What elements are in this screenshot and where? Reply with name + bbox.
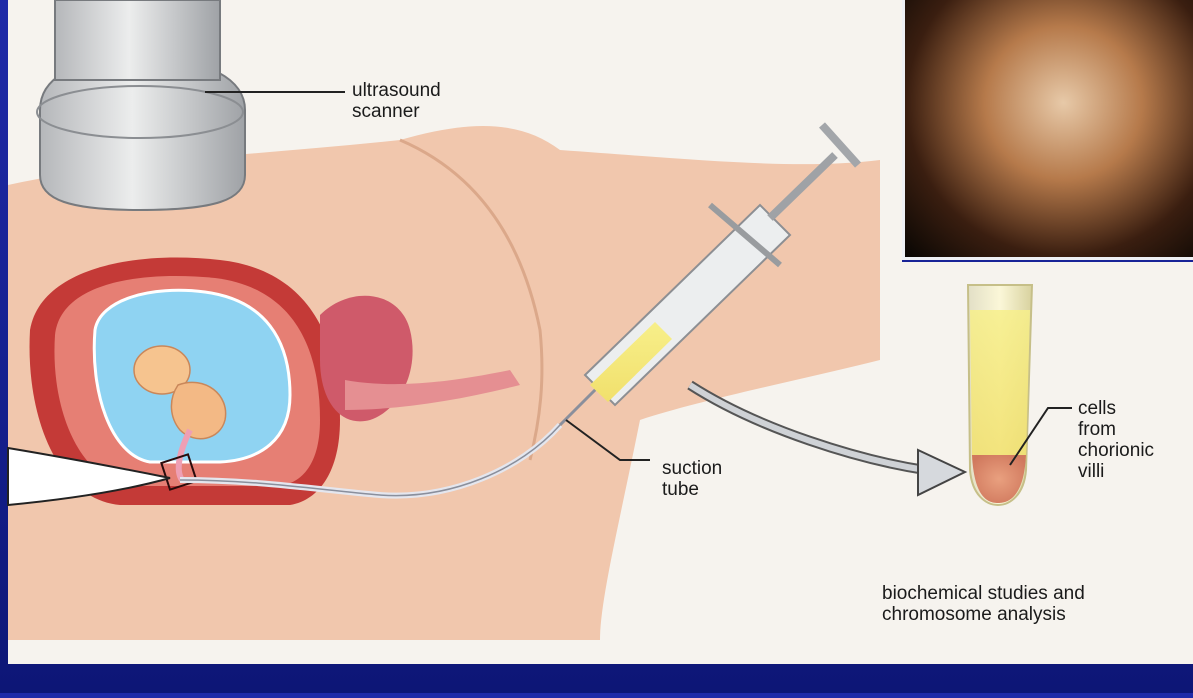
test-tube-icon [968, 285, 1032, 505]
cells-label: cells from chorionic villi [1078, 398, 1154, 482]
analysis-label: biochemical studies and chromosome analy… [882, 583, 1085, 625]
chorionic-villi-photo-icon [902, 0, 1193, 260]
ultrasound-scanner-icon [37, 0, 245, 210]
ultrasound-scanner-label: ultrasound scanner [352, 80, 441, 122]
suction-tube-label: suction tube [662, 458, 722, 500]
